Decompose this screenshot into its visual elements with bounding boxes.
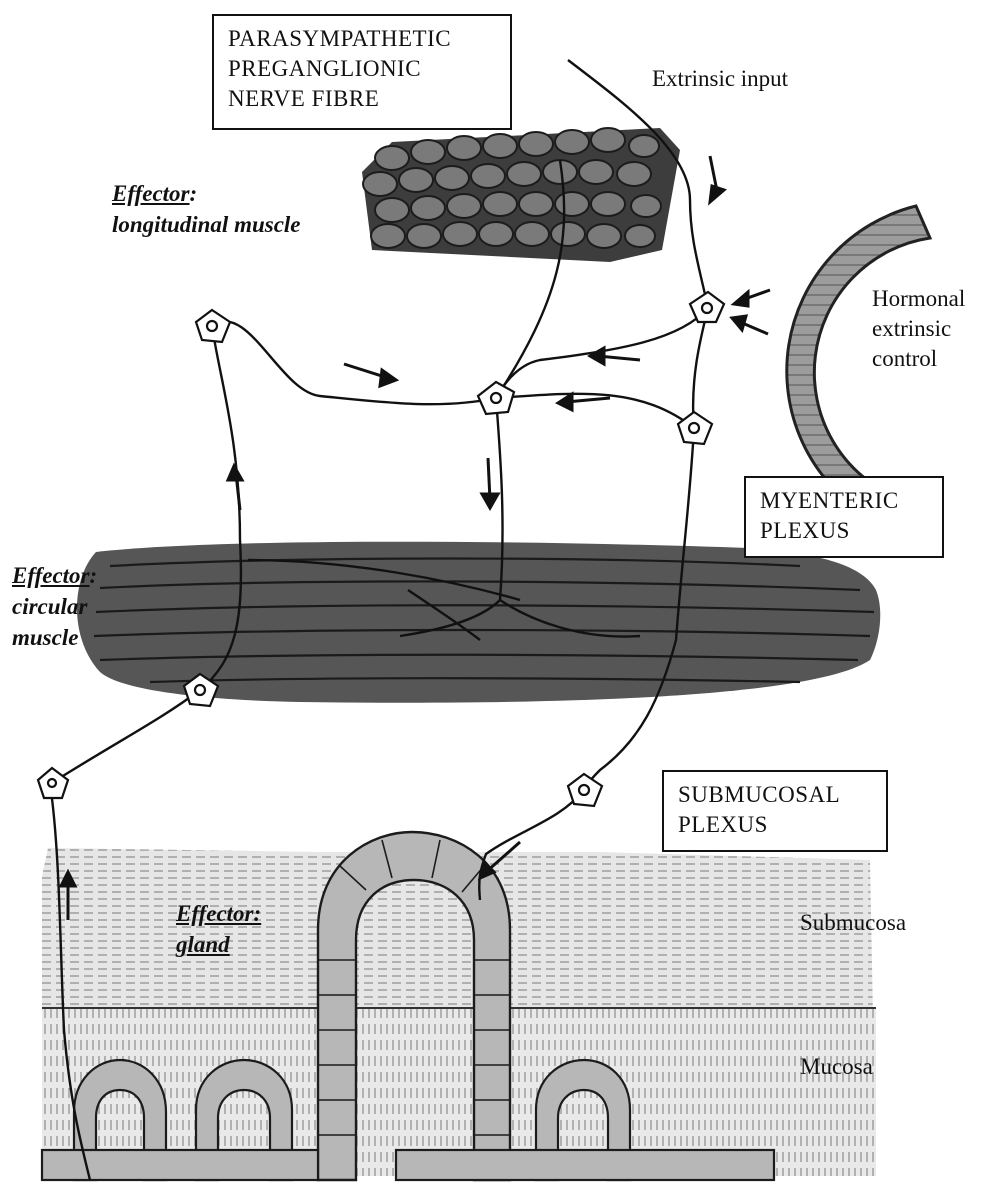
effector-longitudinal-label: Effector: longitudinal muscle (112, 178, 301, 240)
mucosa-label: Mucosa (800, 1052, 873, 1082)
effector-colon: : (190, 181, 198, 206)
effector-target-line1: circular (12, 591, 97, 622)
effector-heading: Effector (112, 181, 190, 206)
longitudinal-muscle (362, 128, 680, 262)
myenteric-plexus-label: MYENTERIC PLEXUS (744, 476, 944, 558)
effector-circular-label: Effector: circular muscle (12, 560, 97, 653)
effector-target-line2: muscle (12, 622, 97, 653)
effector-target: longitudinal muscle (112, 209, 301, 240)
hormonal-control-label: Hormonal extrinsic control (872, 284, 965, 374)
effector-heading: Effector: (176, 898, 261, 929)
effector-heading: Effector (12, 563, 90, 588)
extrinsic-input-label: Extrinsic input (652, 64, 788, 94)
effector-target: gland (176, 929, 261, 960)
effector-gland-label: Effector: gland (176, 898, 261, 960)
submucosal-plexus-label: SUBMUCOSAL PLEXUS (662, 770, 888, 852)
submucosa-label: Submucosa (800, 908, 906, 938)
parasympathetic-fibre-label: PARASYMPATHETIC PREGANGLIONIC NERVE FIBR… (212, 14, 512, 130)
effector-colon: : (90, 563, 98, 588)
